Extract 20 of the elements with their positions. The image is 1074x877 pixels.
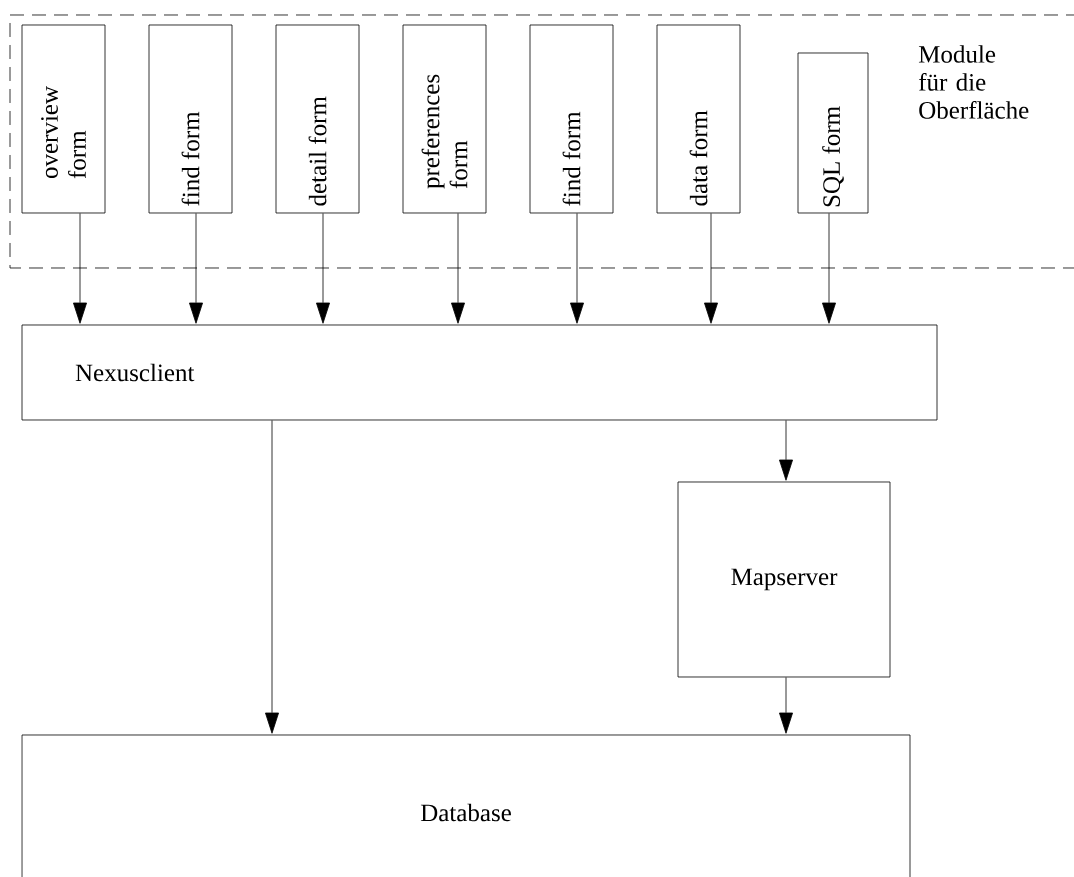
form-box: preferences form [402, 24, 487, 214]
arrow [316, 213, 330, 324]
arrow [704, 213, 718, 324]
arrow [570, 213, 584, 324]
form-box: data form [656, 24, 741, 214]
form-box: find form [529, 24, 614, 214]
arrow [779, 420, 793, 481]
form-box: overview form [21, 24, 106, 214]
client-box: Nexusclient [21, 324, 938, 421]
form-box: find form [148, 24, 233, 214]
form-box: SQL form [797, 52, 869, 214]
arrow [189, 213, 203, 324]
arrow [779, 677, 793, 734]
arrow [822, 213, 836, 324]
arrow [451, 213, 465, 324]
process-box: Mapserver [677, 481, 891, 678]
arrow [265, 420, 279, 734]
process-box: Database [21, 734, 911, 877]
arrow [73, 213, 87, 324]
form-box: detail form [275, 24, 360, 214]
